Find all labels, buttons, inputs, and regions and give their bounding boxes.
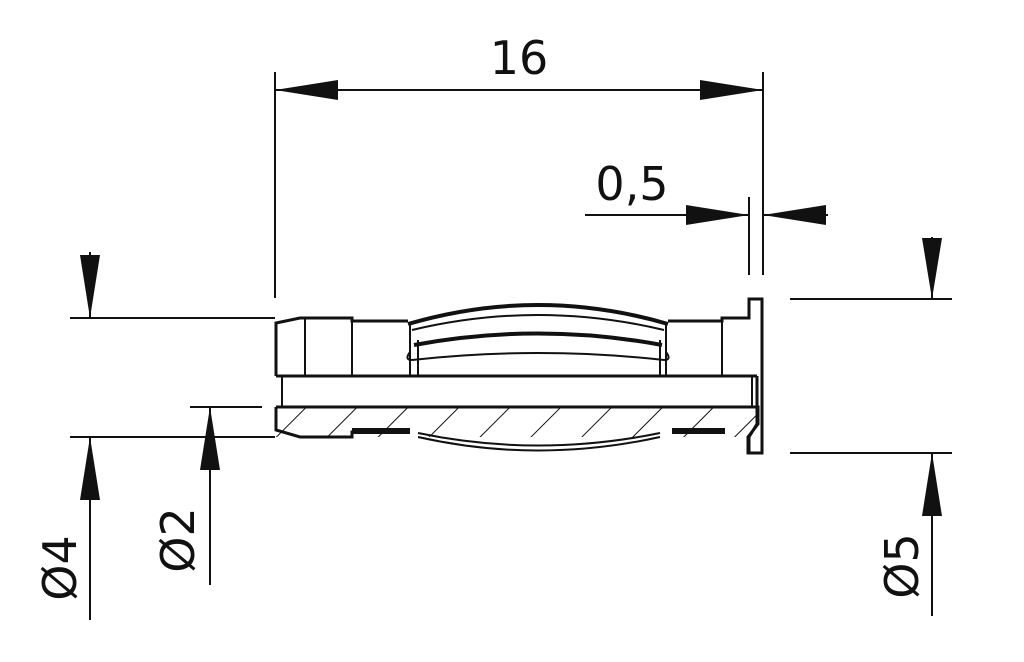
dimension-label-flange-thickness: 0,5 — [595, 157, 668, 211]
dimension-diameter-body: Ø4 — [33, 252, 275, 620]
arrowhead — [80, 255, 100, 318]
arrowhead — [763, 205, 826, 225]
dimension-length: 16 — [274, 31, 764, 298]
dimension-diameter-bore: Ø2 — [151, 406, 262, 585]
arrowhead — [80, 437, 100, 500]
arrowhead — [200, 407, 220, 470]
arrowhead — [922, 238, 942, 299]
arrowhead — [686, 205, 749, 225]
arrowhead — [700, 80, 763, 100]
arrowhead — [922, 453, 942, 516]
dimension-label-diameter-bore: Ø2 — [151, 507, 205, 572]
dimension-diameter-flange: Ø5 — [790, 237, 952, 616]
socket-part — [260, 297, 764, 455]
arrowhead — [275, 80, 338, 100]
dimension-flange-thickness: 0,5 — [585, 157, 828, 275]
dimension-label-length: 16 — [490, 31, 549, 85]
dimension-label-diameter-body: Ø4 — [33, 535, 87, 600]
dimension-label-diameter-flange: Ø5 — [875, 533, 929, 598]
